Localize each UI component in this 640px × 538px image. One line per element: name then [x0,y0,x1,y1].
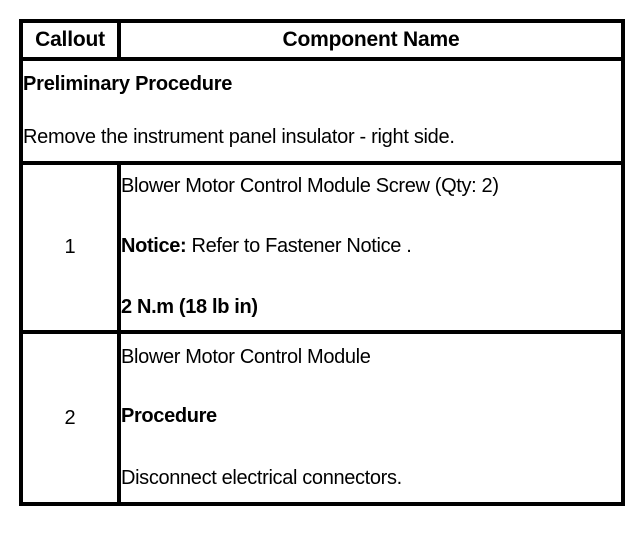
component-callout-table: Callout Component Name Preliminary Proce… [19,19,625,506]
component-detail-cell-2: Blower Motor Control Module Procedure Di… [117,330,625,506]
procedure-label-2: Procedure [121,405,217,428]
component-name-2: Blower Motor Control Module [121,345,371,368]
detail-spacer [121,429,621,467]
preliminary-spacer [23,96,621,126]
table-row: 2 Blower Motor Control Module Procedure … [19,330,625,506]
detail-spacer [121,199,621,235]
notice-label: Notice: [121,234,187,257]
preliminary-procedure-row: Preliminary Procedure Remove the instrum… [19,57,625,165]
notice-line-1: Notice: Refer to Fastener Notice . [121,235,621,259]
callout-number-1: 1 [19,161,121,334]
detail-spacer [121,258,621,296]
component-name-1: Blower Motor Control Module Screw (Qty: … [121,175,499,198]
notice-text: Refer to Fastener Notice . [186,234,412,257]
preliminary-procedure-text: Remove the instrument panel insulator - … [23,126,455,148]
table-header-row: Callout Component Name [19,19,625,61]
component-detail-cell-1: Blower Motor Control Module Screw (Qty: … [117,161,625,334]
column-header-component-name: Component Name [117,19,625,61]
preliminary-procedure-cell: Preliminary Procedure Remove the instrum… [19,57,625,165]
torque-specification-1: 2 N.m (18 lb in) [121,296,258,319]
callout-number-2: 2 [19,330,121,506]
table-row: 1 Blower Motor Control Module Screw (Qty… [19,161,625,334]
detail-spacer [121,369,621,405]
preliminary-procedure-title: Preliminary Procedure [23,73,233,95]
column-header-callout: Callout [19,19,121,61]
procedure-text-2: Disconnect electrical connectors. [121,466,402,489]
